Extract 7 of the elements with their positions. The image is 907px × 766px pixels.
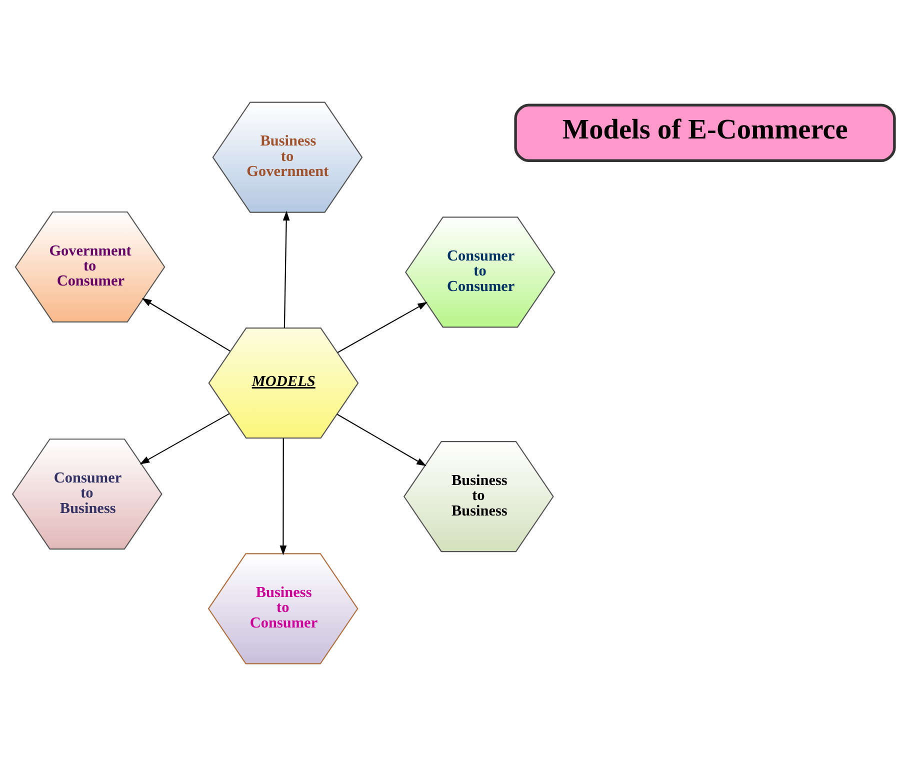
- arrow: [142, 298, 230, 352]
- node-box: Models of E-Commerce: [514, 104, 896, 162]
- arrow: [337, 302, 428, 353]
- arrow: [140, 413, 230, 464]
- arrow: [337, 414, 426, 466]
- arrow: [282, 210, 290, 328]
- arrow: [280, 438, 287, 556]
